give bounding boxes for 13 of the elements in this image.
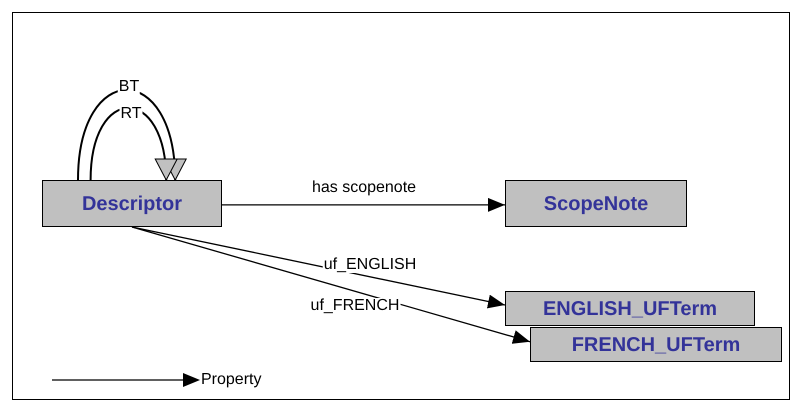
arrow <box>222 198 505 212</box>
class-box: ENGLISH_UFTerm <box>505 291 755 326</box>
class-box: ScopeNote <box>505 180 687 227</box>
legend-label: Property <box>201 370 262 390</box>
arrow <box>132 226 530 344</box>
edge-label: uf_FRENCH <box>310 298 400 314</box>
class-box: FRENCH_UFTerm <box>530 327 782 362</box>
edge-label: has scopenote <box>310 180 418 196</box>
edge-label: uf_ENGLISH <box>322 257 418 273</box>
class-box: Descriptor <box>42 180 222 227</box>
edge-label: BT <box>118 79 140 95</box>
loop-arrow <box>90 107 176 180</box>
loop-arrow <box>77 89 186 180</box>
